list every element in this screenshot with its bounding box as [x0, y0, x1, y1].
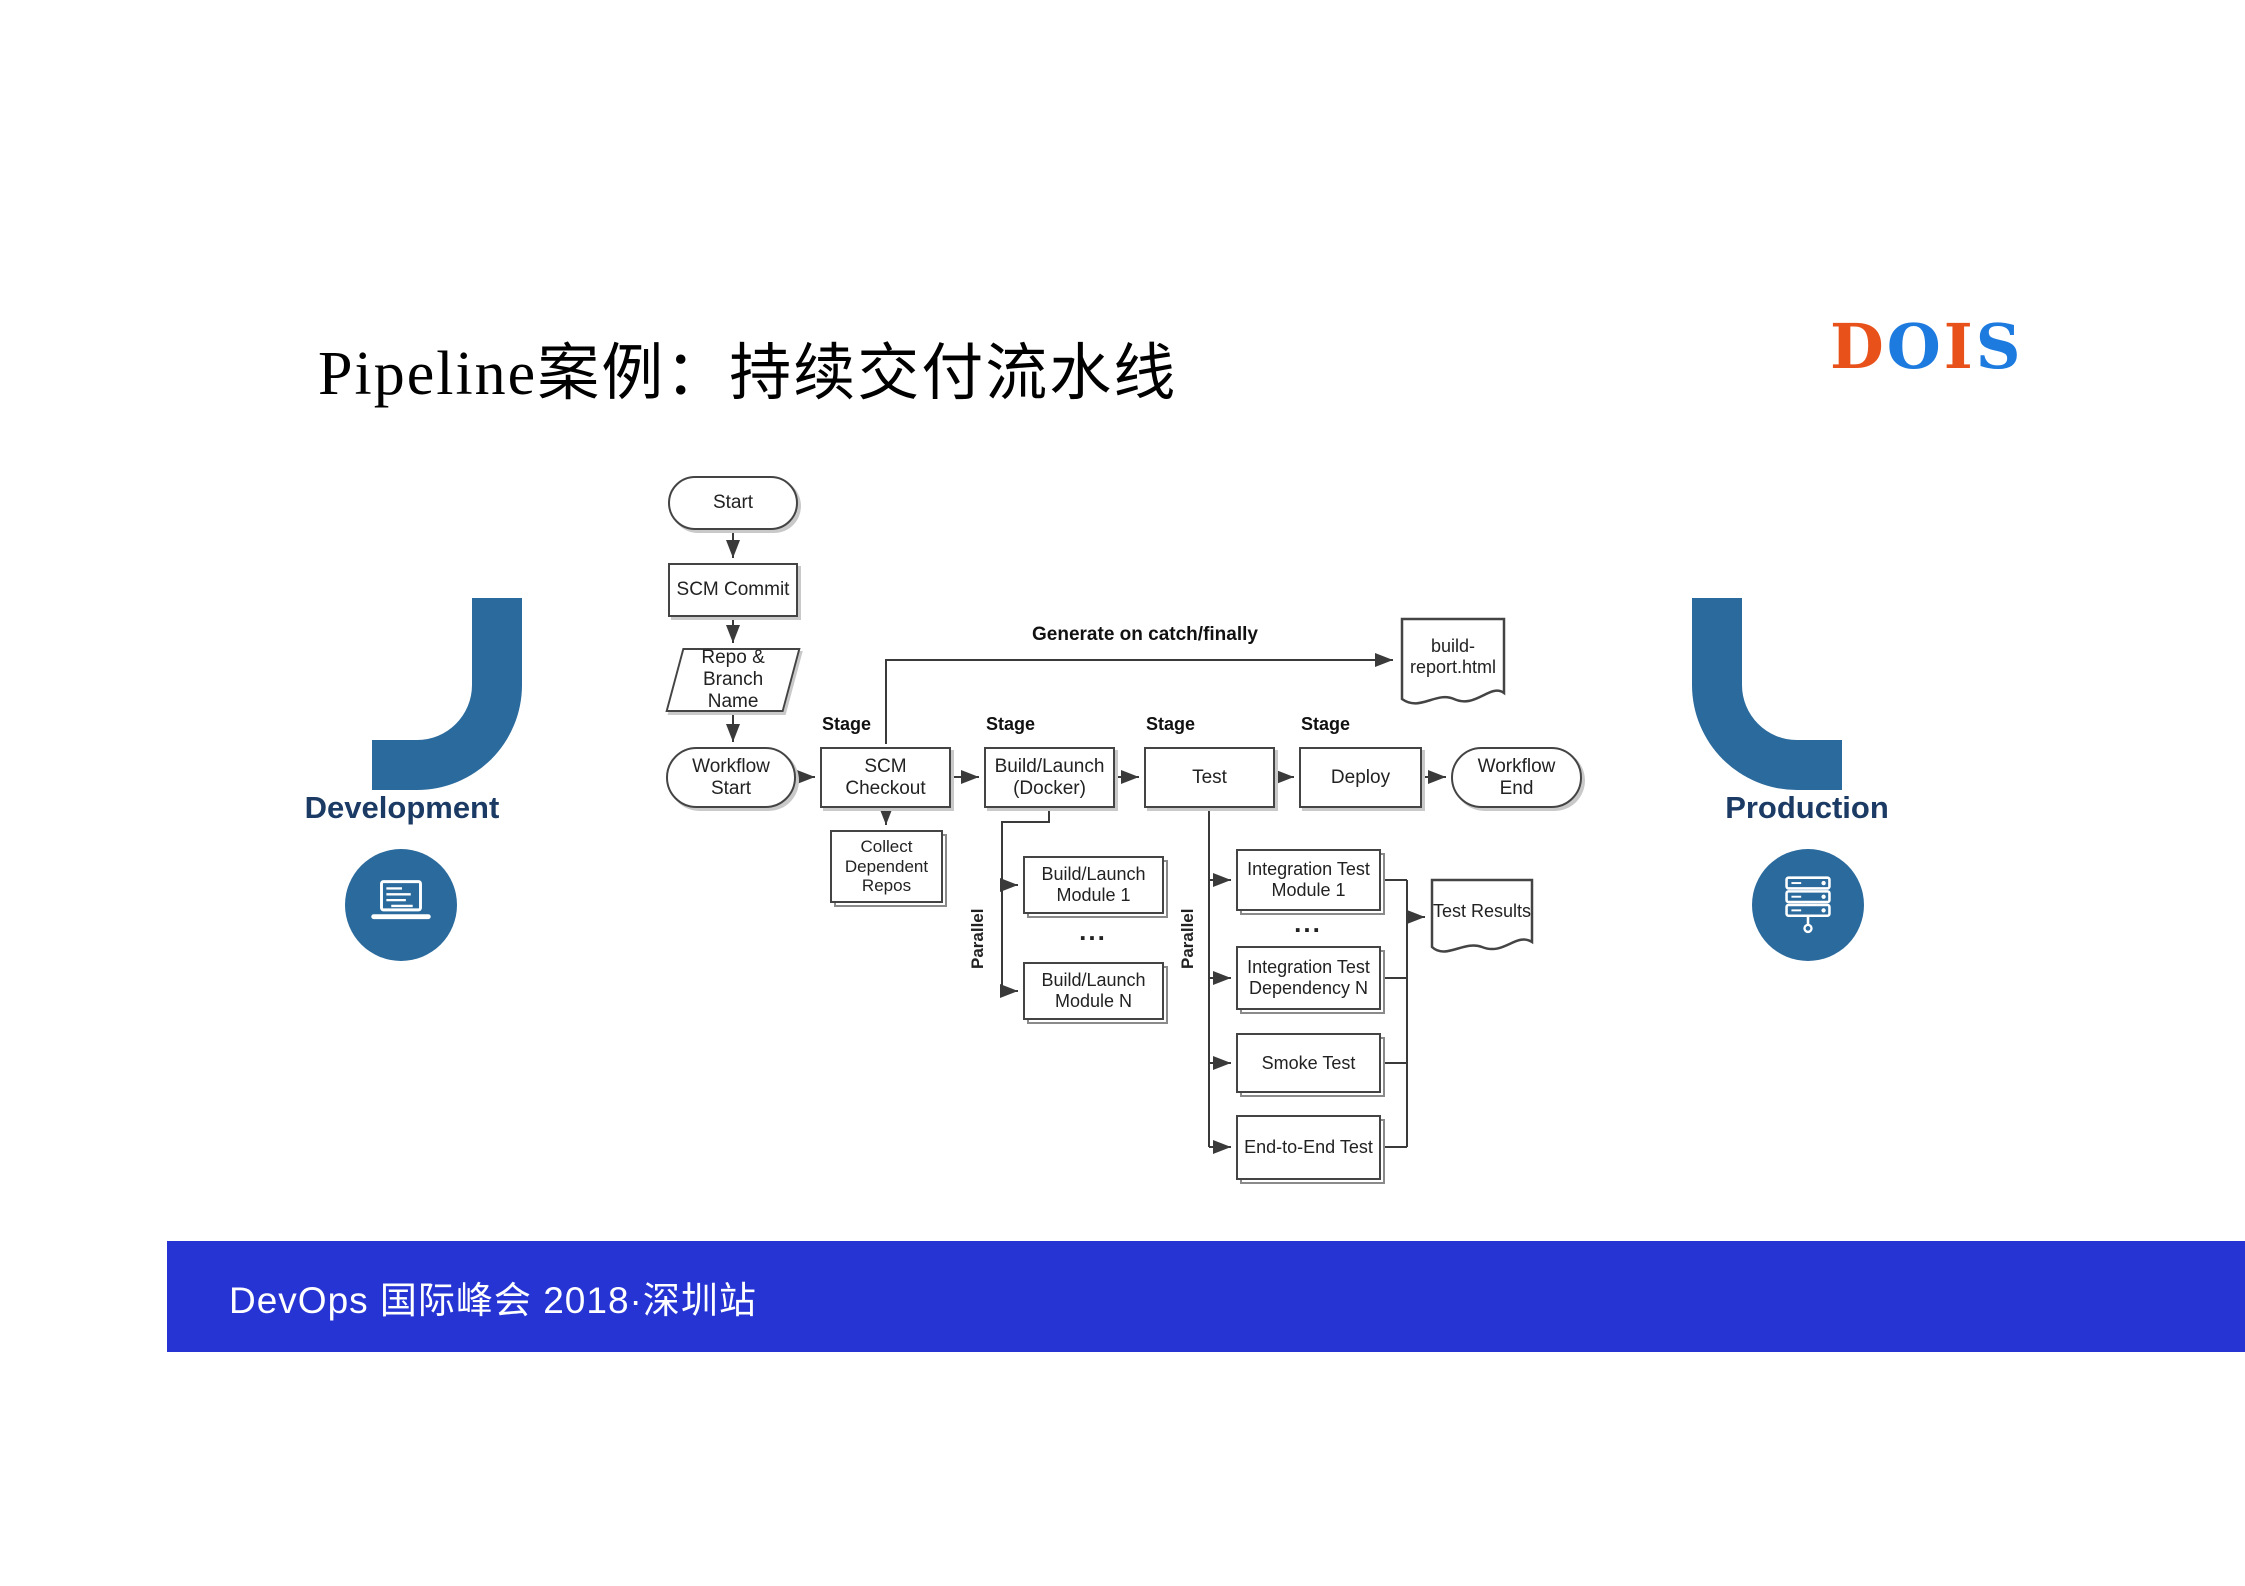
node-scm-commit: SCM Commit [668, 563, 798, 617]
node-workflow-start: Workflow Start [666, 747, 796, 808]
node-label: Integration Test Module 1 [1247, 859, 1370, 900]
node-label: Start [712, 492, 754, 514]
node-build-module-1: Build/Launch Module 1 [1023, 856, 1164, 914]
production-pipe-shape [1692, 598, 1842, 790]
production-label: Production [1725, 790, 1889, 825]
node-label: Test Results [1432, 900, 1532, 921]
ellipsis-build-modules: ... [1079, 916, 1107, 946]
generate-on-catch-note: Generate on catch/finally [1032, 624, 1258, 645]
footer-text: DevOps 国际峰会 2018·深圳站 [229, 1279, 757, 1321]
production-badge [1752, 849, 1864, 961]
ellipsis-integration-tests: ... [1294, 908, 1322, 938]
node-deploy: Deploy [1299, 747, 1422, 808]
stage-label-4: Stage [1301, 714, 1351, 734]
laptop-code-icon [371, 880, 431, 920]
node-label: Smoke Test [1261, 1052, 1356, 1073]
node-label: Build/Launch (Docker) [994, 755, 1105, 799]
stage-label-3: Stage [1146, 714, 1196, 734]
node-label: SCM Checkout [845, 755, 926, 799]
node-smoke-test: Smoke Test [1236, 1033, 1381, 1093]
node-label: Integration Test Dependency N [1247, 957, 1370, 998]
document-shape [1430, 878, 1534, 953]
node-end-to-end-test: End-to-End Test [1236, 1115, 1381, 1180]
footer-banner: DevOps 国际峰会 2018·深圳站 [167, 1241, 2245, 1352]
development-badge [345, 849, 457, 961]
server-stack-icon [1785, 876, 1831, 934]
node-label: Repo & Branch Name [701, 647, 765, 712]
node-integration-test-dependency-n: Integration Test Dependency N [1236, 946, 1381, 1010]
node-start: Start [668, 476, 798, 530]
node-build-module-n: Build/Launch Module N [1023, 962, 1164, 1020]
logo-letter-d: D [1830, 310, 1887, 383]
node-label: Build/Launch Module N [1041, 970, 1146, 1011]
node-label: Deploy [1330, 766, 1391, 788]
stage-label-1: Stage [822, 714, 872, 734]
dois-logo: DOIS [1830, 310, 2024, 383]
node-collect-dependent-repos: Collect Dependent Repos [830, 830, 943, 903]
node-test-results: Test Results [1430, 878, 1534, 958]
node-integration-test-module-1: Integration Test Module 1 [1236, 849, 1381, 911]
document-shape [1400, 617, 1506, 705]
node-label: Workflow End [1477, 755, 1556, 799]
logo-letter-s: S [1975, 310, 2024, 383]
node-test: Test [1144, 747, 1275, 808]
development-pipe-shape [372, 598, 522, 790]
node-label: Build/Launch Module 1 [1041, 864, 1146, 905]
node-workflow-end: Workflow End [1451, 747, 1582, 808]
node-build-report: build-report.html [1400, 617, 1506, 711]
node-repo-branch-name: Repo & Branch Name [665, 647, 801, 712]
node-label: Test [1192, 766, 1227, 788]
logo-letter-i: I [1943, 310, 1976, 383]
node-scm-checkout: SCM Checkout [820, 747, 951, 808]
parallel-label-test: Parallel [1178, 908, 1197, 970]
stage-label-2: Stage [986, 714, 1036, 734]
development-label: Development [304, 790, 500, 825]
parallel-label-build: Parallel [968, 908, 987, 970]
logo-letter-o: O [1886, 310, 1944, 383]
node-label: End-to-End Test [1244, 1137, 1373, 1158]
node-build-launch-docker: Build/Launch (Docker) [984, 747, 1115, 808]
node-label: build-report.html [1409, 636, 1497, 677]
node-label: SCM Commit [676, 579, 790, 601]
node-label: Workflow Start [692, 755, 770, 799]
page-title: Pipeline案例：持续交付流水线 [318, 340, 1178, 408]
node-label: Collect Dependent Repos [844, 837, 929, 896]
